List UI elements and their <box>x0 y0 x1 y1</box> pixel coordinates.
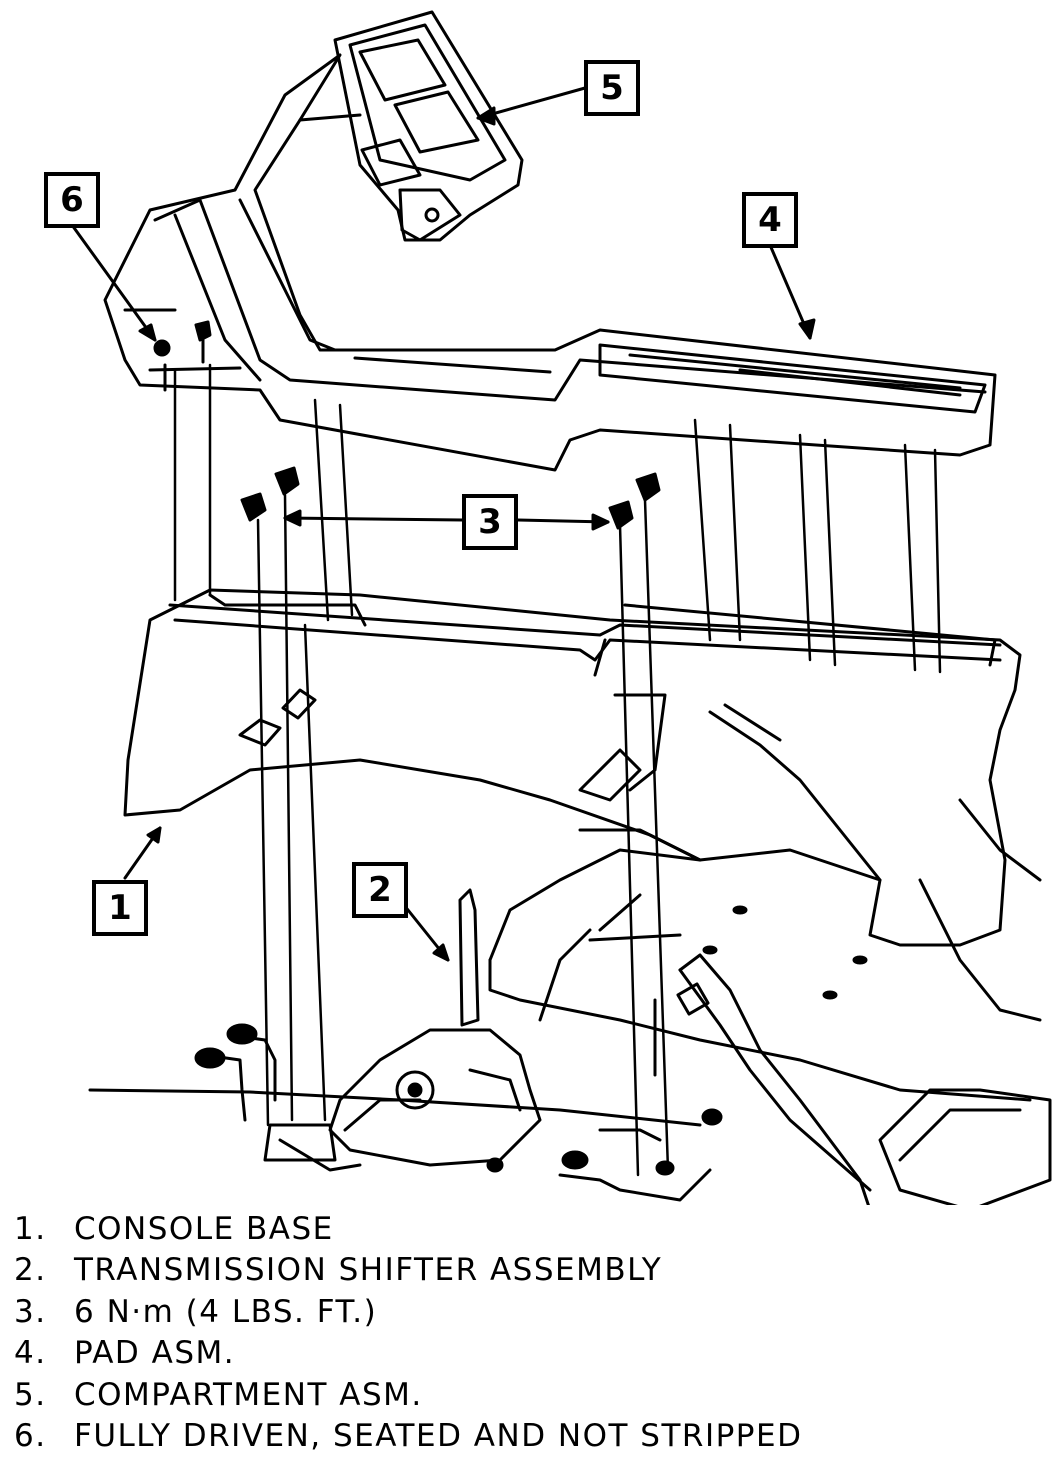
legend-number: 1. <box>14 1210 47 1247</box>
callout-1: 1 <box>92 880 148 936</box>
floor-and-tunnel <box>90 800 1050 1205</box>
legend-item: 2. TRANSMISSION SHIFTER ASSEMBLY <box>14 1250 1034 1292</box>
legend-text: FULLY DRIVEN, SEATED AND NOT STRIPPED <box>74 1418 803 1455</box>
legend-text: COMPARTMENT ASM. <box>74 1376 423 1413</box>
legend-number: 6. <box>14 1418 47 1455</box>
screws <box>155 322 659 528</box>
legend-item: 6. FULLY DRIVEN, SEATED AND NOT STRIPPED <box>14 1416 1034 1458</box>
console-exploded-diagram <box>0 0 1056 1205</box>
legend-number: 3. <box>14 1293 47 1330</box>
callout-3: 3 <box>462 494 518 550</box>
legend-number: 4. <box>14 1335 47 1372</box>
legend-item: 3. 6 N·m (4 LBS. FT.) <box>14 1291 1034 1333</box>
legend-number: 2. <box>14 1252 47 1289</box>
callout-4: 4 <box>742 192 798 248</box>
callout-6: 6 <box>44 172 100 228</box>
legend-text: CONSOLE BASE <box>74 1210 334 1247</box>
legend-item: 4. PAD ASM. <box>14 1333 1034 1375</box>
legend-item: 5. COMPARTMENT ASM. <box>14 1374 1034 1416</box>
alignment-lines <box>175 365 940 1175</box>
callout-5: 5 <box>584 60 640 116</box>
legend-number: 5. <box>14 1376 47 1413</box>
legend-text: 6 N·m (4 LBS. FT.) <box>74 1293 378 1330</box>
pad-assembly <box>105 55 995 470</box>
leader-lines <box>72 88 814 960</box>
parts-legend: 1. CONSOLE BASE 2. TRANSMISSION SHIFTER … <box>14 1208 1034 1457</box>
compartment-assembly <box>300 12 522 240</box>
callout-2: 2 <box>352 862 408 918</box>
legend-item: 1. CONSOLE BASE <box>14 1208 1034 1250</box>
console-base <box>125 590 1020 998</box>
legend-text: PAD ASM. <box>74 1335 236 1372</box>
legend-text: TRANSMISSION SHIFTER ASSEMBLY <box>74 1252 663 1289</box>
